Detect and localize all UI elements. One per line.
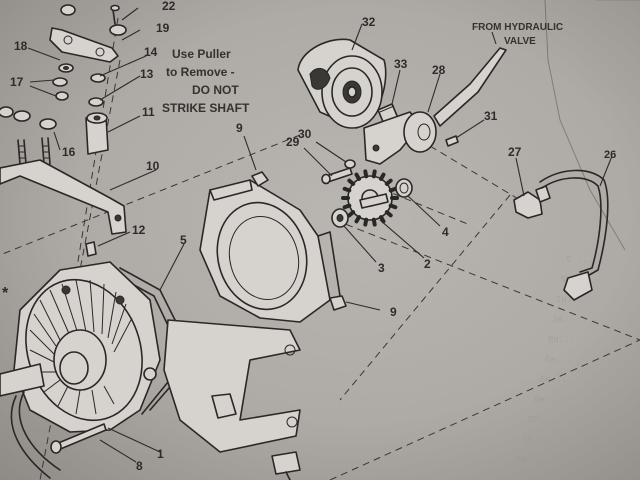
- elbow-fitting-part-27: [513, 185, 551, 219]
- hydraulic-note-line-1: FROM HYDRAULIC: [472, 22, 563, 33]
- callout-18: 18: [14, 39, 28, 53]
- gear-tooth: [379, 172, 386, 181]
- callout-28: 28: [432, 63, 446, 77]
- nut-part-9-upper: [251, 171, 269, 187]
- gear-tooth: [384, 178, 393, 186]
- callout-3: 3: [378, 261, 385, 275]
- callout-9-upper: 9: [236, 121, 243, 135]
- bg-text-6: Ge...: [540, 375, 567, 385]
- finned-pump-housing: [0, 261, 161, 479]
- callout-12: 12: [132, 223, 146, 237]
- ring-part-4: [395, 178, 413, 198]
- gear-tooth: [371, 217, 377, 227]
- valve-body-part-28: [363, 47, 507, 165]
- asterisk-mark: *: [2, 285, 9, 302]
- callout-4: 4: [442, 225, 449, 239]
- nut-part-9-lower: [329, 295, 347, 311]
- pin-part-12: [85, 241, 97, 257]
- gear-tooth: [342, 186, 352, 193]
- puller-note-line-1: Use Puller: [172, 47, 231, 61]
- gear-tooth: [347, 178, 356, 186]
- gear-tooth: [379, 215, 386, 224]
- callout-31: 31: [484, 109, 498, 123]
- callout-labels: 1 2 3 4 5 8 9 9 10 11 12 13 14 16 17 18 …: [10, 0, 616, 473]
- upper-bracket-assembly: [49, 4, 127, 63]
- washer-part-3: [331, 208, 349, 228]
- filter-part-32: [297, 38, 387, 129]
- callout-32: 32: [362, 15, 376, 29]
- callout-13: 13: [140, 67, 154, 81]
- puller-note-line-2: to Remove -: [166, 65, 235, 79]
- bg-text-4: Ru...: [548, 335, 575, 345]
- gear-tooth: [354, 172, 361, 181]
- callout-22: 22: [162, 0, 176, 13]
- gear-tooth: [342, 203, 352, 210]
- callout-16: 16: [62, 145, 76, 159]
- callout-8: 8: [136, 459, 143, 473]
- callout-14: 14: [144, 45, 158, 59]
- callout-30: 30: [298, 127, 312, 141]
- studs-part-16: [17, 137, 51, 165]
- hydraulic-note-line-2: VALVE: [504, 36, 536, 47]
- hydraulic-note: FROM HYDRAULIC VALVE: [472, 22, 563, 47]
- leader-lines: [27, 7, 613, 463]
- puller-note-line-4: STRIKE SHAFT: [162, 101, 250, 115]
- bg-text-3: Ja...: [552, 315, 579, 325]
- callout-29: 29: [286, 135, 300, 149]
- gear-tooth: [347, 210, 356, 218]
- bg-text-9: Sh...: [522, 435, 549, 445]
- callout-17: 17: [10, 75, 24, 89]
- bg-text-5: Ge...: [545, 355, 572, 365]
- alignment-lines: [0, 17, 640, 480]
- gear-tooth: [363, 217, 369, 227]
- mounting-bracket-part-10: [0, 159, 127, 235]
- bg-text-7: Ge...: [534, 395, 561, 405]
- callout-9-lower: 9: [390, 305, 397, 319]
- spacer-part-11: [85, 112, 109, 155]
- bg-text-8: Sh...: [528, 415, 555, 425]
- callout-26: 26: [604, 149, 616, 161]
- page-edge: [544, 0, 640, 251]
- bg-text-10: Be...: [516, 455, 543, 465]
- bg-text-2: Tu...: [556, 295, 583, 305]
- screw-part-31: [445, 135, 459, 147]
- gear-part-2: [341, 169, 399, 227]
- gear-tooth: [363, 169, 369, 179]
- callout-27: 27: [508, 145, 522, 159]
- washer-part-30: [344, 159, 356, 169]
- callout-11: 11: [142, 105, 155, 119]
- callout-5: 5: [180, 233, 187, 247]
- callout-1: 1: [157, 447, 164, 461]
- callout-33: 33: [394, 57, 408, 71]
- bolt-part-29: [321, 167, 353, 185]
- puller-note-line-3: DO NOT: [192, 83, 239, 97]
- washers-and-nuts: [0, 63, 106, 130]
- gear-tooth: [384, 210, 393, 218]
- bolt-part-8: [50, 423, 107, 454]
- gear-tooth: [354, 215, 361, 224]
- callout-2: 2: [424, 257, 431, 271]
- bg-text-0: S ...: [566, 255, 593, 265]
- gear-tooth: [388, 203, 398, 210]
- cover-plate: [199, 179, 341, 323]
- gear-tooth: [388, 186, 398, 193]
- tube-part-26: [539, 169, 609, 301]
- puller-note: Use Puller to Remove - DO NOT STRIKE SHA…: [162, 47, 250, 115]
- gear-tooth: [371, 169, 377, 179]
- callout-19: 19: [156, 21, 170, 35]
- mounting-flange: [163, 319, 301, 480]
- callout-10: 10: [146, 159, 160, 173]
